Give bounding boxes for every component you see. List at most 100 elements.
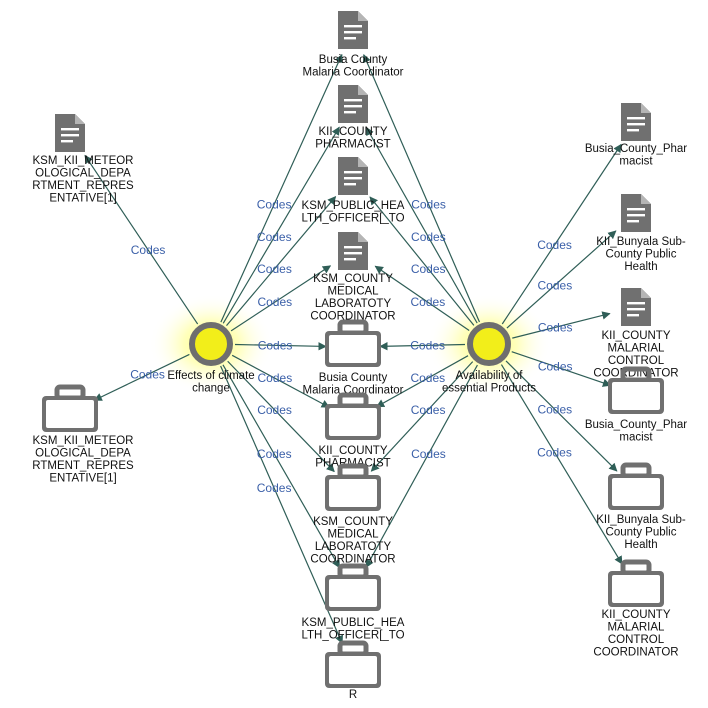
edge-label-codes: Codes	[411, 403, 446, 417]
edge-products-d_busia_malaria[interactable]	[362, 54, 481, 323]
edge-climate-c_ksm_medlab[interactable]	[227, 360, 335, 473]
document-icon	[621, 103, 651, 141]
edge-climate-d_busia_malaria[interactable]	[220, 53, 343, 323]
document-icon-line	[344, 252, 362, 255]
document-icon-line	[344, 105, 362, 108]
document-icon-line	[344, 183, 356, 186]
node-label-line: OLOGICAL_DEPA	[35, 448, 131, 460]
edge-products-c_ksm_public[interactable]	[365, 364, 478, 569]
case-icon	[608, 559, 664, 607]
edge-climate-c_ksm_public[interactable]	[222, 364, 341, 569]
document-icon-fold	[358, 157, 368, 167]
document-icon-line	[627, 308, 645, 311]
document-icon-line	[61, 134, 79, 137]
edge-products-d_kii_bunyala[interactable]	[506, 230, 617, 329]
edge-label-codes: Codes	[538, 360, 573, 374]
edge-products-c_busia_malaria[interactable]	[379, 342, 466, 351]
node-label-line: KSM_KII_METEOR	[33, 155, 134, 167]
case-icon-inner	[329, 579, 377, 607]
document-icon-line	[344, 177, 362, 180]
edge-products-c_kii_malarial[interactable]	[500, 364, 623, 565]
edge-climate-d_kii_pharm[interactable]	[222, 126, 340, 324]
edge-products-d_busia_pharm[interactable]	[501, 143, 622, 325]
document-icon-fold	[641, 194, 651, 204]
edge-products-d_kii_malarial[interactable]	[512, 311, 611, 339]
document-icon-line	[61, 140, 73, 143]
node-label-line: MALARIAL	[608, 343, 665, 355]
case-icon-inner	[329, 335, 377, 363]
case-icon	[608, 366, 664, 414]
document-icon-line	[344, 99, 362, 102]
edge-climate-d_ksm_public[interactable]	[226, 195, 337, 327]
node-c_r[interactable]: R	[325, 640, 381, 701]
edge-label-codes: Codes	[537, 402, 572, 416]
node-label-line: Malaria Coordinator	[303, 67, 404, 79]
edge-climate-d_ksm_medlab[interactable]	[230, 265, 332, 332]
edge-products-d_ksm_medlab[interactable]	[374, 265, 470, 331]
edge-label-codes: Codes	[410, 338, 445, 352]
hub-label-line: essential Products	[442, 383, 536, 395]
edge-climate-c_busia_malaria[interactable]	[234, 342, 327, 351]
edge-label-codes: Codes	[257, 197, 292, 211]
edge-products-d_ksm_public[interactable]	[369, 196, 475, 326]
document-icon	[621, 194, 651, 232]
node-label-line: KSM_PUBLIC_HEA	[302, 200, 405, 212]
node-label-line: KII_COUNTY	[601, 330, 670, 342]
edge-label-codes: Codes	[411, 197, 446, 211]
edge-label-layer: CodesCodesCodesCodesCodesCodesCodesCodes…	[130, 197, 572, 495]
edge-climate-c_r[interactable]	[220, 365, 343, 645]
node-label-line: Malaria Coordinator	[303, 385, 404, 397]
node-label-line: Health	[624, 261, 657, 273]
document-icon-fold	[358, 85, 368, 95]
node-label-line: Busia County	[319, 54, 388, 66]
edge-climate-d_ksm_meteor[interactable]	[84, 154, 199, 325]
edge-label-codes: Codes	[131, 243, 166, 257]
case-icon	[608, 462, 664, 510]
edge-climate-c_ksm_meteor[interactable]	[93, 353, 190, 401]
case-icon	[325, 392, 381, 440]
document-icon-line	[344, 258, 356, 261]
edge-products-c_kii_pharm[interactable]	[375, 355, 469, 408]
edge-label-codes: Codes	[411, 262, 446, 276]
node-label-line: PHARMACIST	[315, 139, 390, 151]
edge-products-c_busia_pharm[interactable]	[511, 351, 612, 387]
edge-products-c_ksm_medlab[interactable]	[370, 361, 474, 472]
node-label-line: KSM_PUBLIC_HEA	[302, 617, 405, 629]
edge-products-c_kii_bunyala[interactable]	[505, 360, 618, 472]
edge-products-d_kii_pharm[interactable]	[365, 126, 478, 324]
edge-layer	[84, 53, 623, 645]
document-icon-line	[61, 128, 79, 131]
edge-label-codes: Codes	[258, 338, 293, 352]
edge-climate-c_kii_pharm[interactable]	[231, 354, 330, 408]
node-label-line: MEDICAL	[327, 286, 379, 298]
node-label-line: LABORATOTY	[315, 298, 392, 310]
